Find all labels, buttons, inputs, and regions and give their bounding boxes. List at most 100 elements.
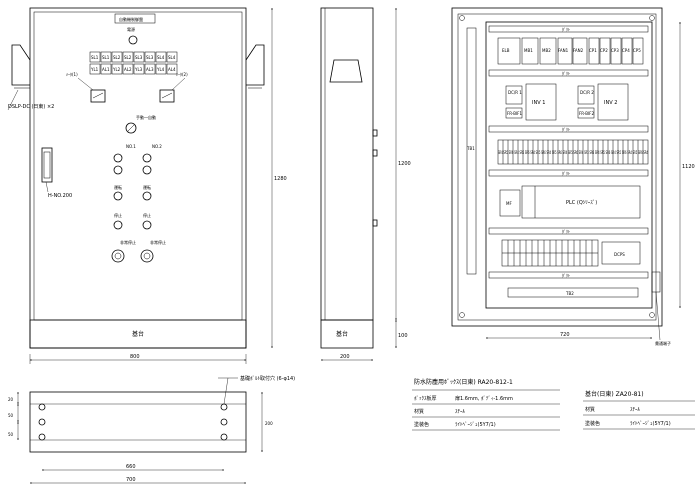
tb2-strip [507,287,639,298]
base-outline [29,391,247,453]
front-height-text: 1280 [274,176,287,182]
base-dim-5: 660 [126,464,136,470]
svg-text:MB2: MB2 [542,48,551,53]
lamp-r1-2: SL1 [102,55,110,60]
svg-text:ﾀﾞｸﾄ: ﾀﾞｸﾄ [562,26,570,32]
title-plate-text: 自動機制御盤 [119,16,143,22]
lamp-rows: SL1 SL1 SL2 SL2 SL3 SL3 SL4 SL4 YL1 AL1 … [89,51,178,75]
front-view: 基台 自動機制御盤 電源 SL1 SL1 SL2 SL2 SL3 SL3 SL4 [7,7,287,364]
duct-2 [488,69,649,77]
hole-label: 基礎ﾎﾞﾙﾄ取付穴 (6-φ14) [240,375,295,382]
mounting-plate [485,21,653,309]
lamp-r2-7: YL4 [156,67,165,72]
stop-label-1: 停止 [114,212,122,218]
tb1-strip [466,27,477,275]
duct-6 [488,271,649,279]
base-dim-3: 50 [8,432,14,437]
plc [521,185,641,219]
svg-text:FAN1: FAN1 [558,48,569,53]
stop-label-2: 停止 [143,212,151,218]
inside-view: TB1 ﾀﾞｸﾄ ﾀﾞｸﾄ ﾀﾞｸﾄ ﾀﾞｸﾄ ﾀﾞｸﾄ ﾀﾞｸﾄ ELB MB… [451,7,695,346]
inv1 [525,83,557,121]
svg-text:ELB: ELB [502,48,510,53]
duct-1 [488,25,649,33]
svg-text:ｽﾁｰﾙ: ｽﾁｰﾙ [455,409,466,415]
relay-labels: SR4 SR5 SR6 SR4 SR5 SR6 SR4 SR5 SR6 SR4 … [498,150,648,155]
side-height-text: 1200 [398,161,411,167]
door-lock [41,147,53,183]
power-lamp [128,35,138,45]
lamp-r2-6: AL3 [146,67,154,72]
run-label-1: 運転 [114,184,122,190]
svg-text:ﾀﾞｸﾄ: ﾀﾞｸﾄ [562,228,570,234]
base-dim-1: 20 [8,397,14,402]
front-base [29,319,247,349]
lamp-r1-7: SL4 [157,55,165,60]
base-dim-2: 50 [8,413,14,418]
lamp-r1-4: SL2 [124,55,132,60]
svg-text:CP4: CP4 [622,48,630,53]
duct-5 [488,227,649,235]
side-enclosure [320,7,374,321]
svg-text:FR-BIF1: FR-BIF1 [507,111,522,116]
gland-label: 貫通端子 [655,340,671,346]
svg-text:ﾀﾞｸﾄ: ﾀﾞｸﾄ [562,272,570,278]
tb1-label: TB1 [466,146,475,151]
lamp-r2-3: YL2 [112,67,121,72]
lamp-r2-4: AL2 [124,67,132,72]
key-label: H-NO.200 [48,193,72,199]
lamp-r2-2: AL1 [102,67,110,72]
meter-right-label: ﾒｰﾀ(2) [176,71,188,77]
duct-3 [488,125,649,133]
side-depth-text: 200 [340,354,350,360]
lamp-r1-3: SL2 [113,55,121,60]
spec-table-box: 防水防塵用ﾎﾞｯｸｽ(日東) RA20-812-1 ﾎﾞｯｸｽ板厚 扉1.6mm… [412,378,560,431]
svg-text:CP1: CP1 [589,48,597,53]
svg-text:材質: 材質 [414,408,424,415]
svg-text:FR-BIF2: FR-BIF2 [579,111,594,116]
inv2 [597,83,629,121]
svg-text:塗装色: 塗装色 [414,421,429,428]
svg-text:扉1.6mm, ﾎﾞﾃﾞｨ-1.6mm: 扉1.6mm, ﾎﾞﾃﾞｨ-1.6mm [455,395,513,402]
meter-right [159,89,175,103]
lamp-r2-8: AL4 [168,67,176,72]
no2-label: NO.2 [152,144,162,149]
svg-text:DCPS: DCPS [614,252,625,257]
left-handle [11,44,31,86]
no1-label: NO.1 [126,144,136,149]
dcps [601,241,641,265]
lamp-r2-1: YL1 [90,67,99,72]
emergency-stop-1 [111,249,125,263]
lamp-r1-6: SL3 [146,55,154,60]
meter-left [90,89,106,103]
inside-height-text: 1120 [682,164,695,170]
side-base [320,319,374,349]
right-handle [245,44,265,86]
svg-text:ﾀﾞｸﾄ: ﾀﾞｸﾄ [562,170,570,176]
side-base-text: 100 [398,333,408,339]
svg-text:FAN2: FAN2 [573,48,584,53]
front-base-label: 基台 [132,330,144,338]
elb [497,37,521,65]
spec-table-base: 基台(日東) ZA20-81) 材質 ｽﾁｰﾙ 塗装色 ﾗｲﾄﾍﾞｰｼﾞｭ(5Y… [583,390,695,430]
emergency-stop-2 [140,249,154,263]
svg-text:INV 2: INV 2 [604,100,617,106]
spec2-title: 基台(日東) ZA20-81) [585,390,644,398]
svg-text:CP2: CP2 [600,48,608,53]
run-label-2: 運転 [143,184,151,190]
svg-text:INV 1: INV 1 [532,100,545,106]
side-base-label: 基台 [336,330,348,338]
front-width-text: 800 [130,354,140,360]
svg-text:ﾀﾞｸﾄ: ﾀﾞｸﾄ [562,70,570,76]
lamp-r1-5: SL3 [135,55,143,60]
mode-switch [125,122,137,134]
base-view: 基礎ﾎﾞﾙﾄ取付穴 (6-φ14) 20 50 50 200 660 700 [8,375,295,484]
svg-text:ﾗｲﾄﾍﾞｰｼﾞｭ(5Y7/1): ﾗｲﾄﾍﾞｰｼﾞｭ(5Y7/1) [455,421,496,428]
spec1-title: 防水防塵用ﾎﾞｯｸｽ(日東) RA20-812-1 [414,378,513,386]
dcr2: DC/R 2 [580,90,594,95]
duct-4 [488,169,649,177]
svg-text:CP3: CP3 [611,48,619,53]
emergency-label-1: 非常停止 [120,239,136,245]
power-label: 電源 [127,26,135,32]
